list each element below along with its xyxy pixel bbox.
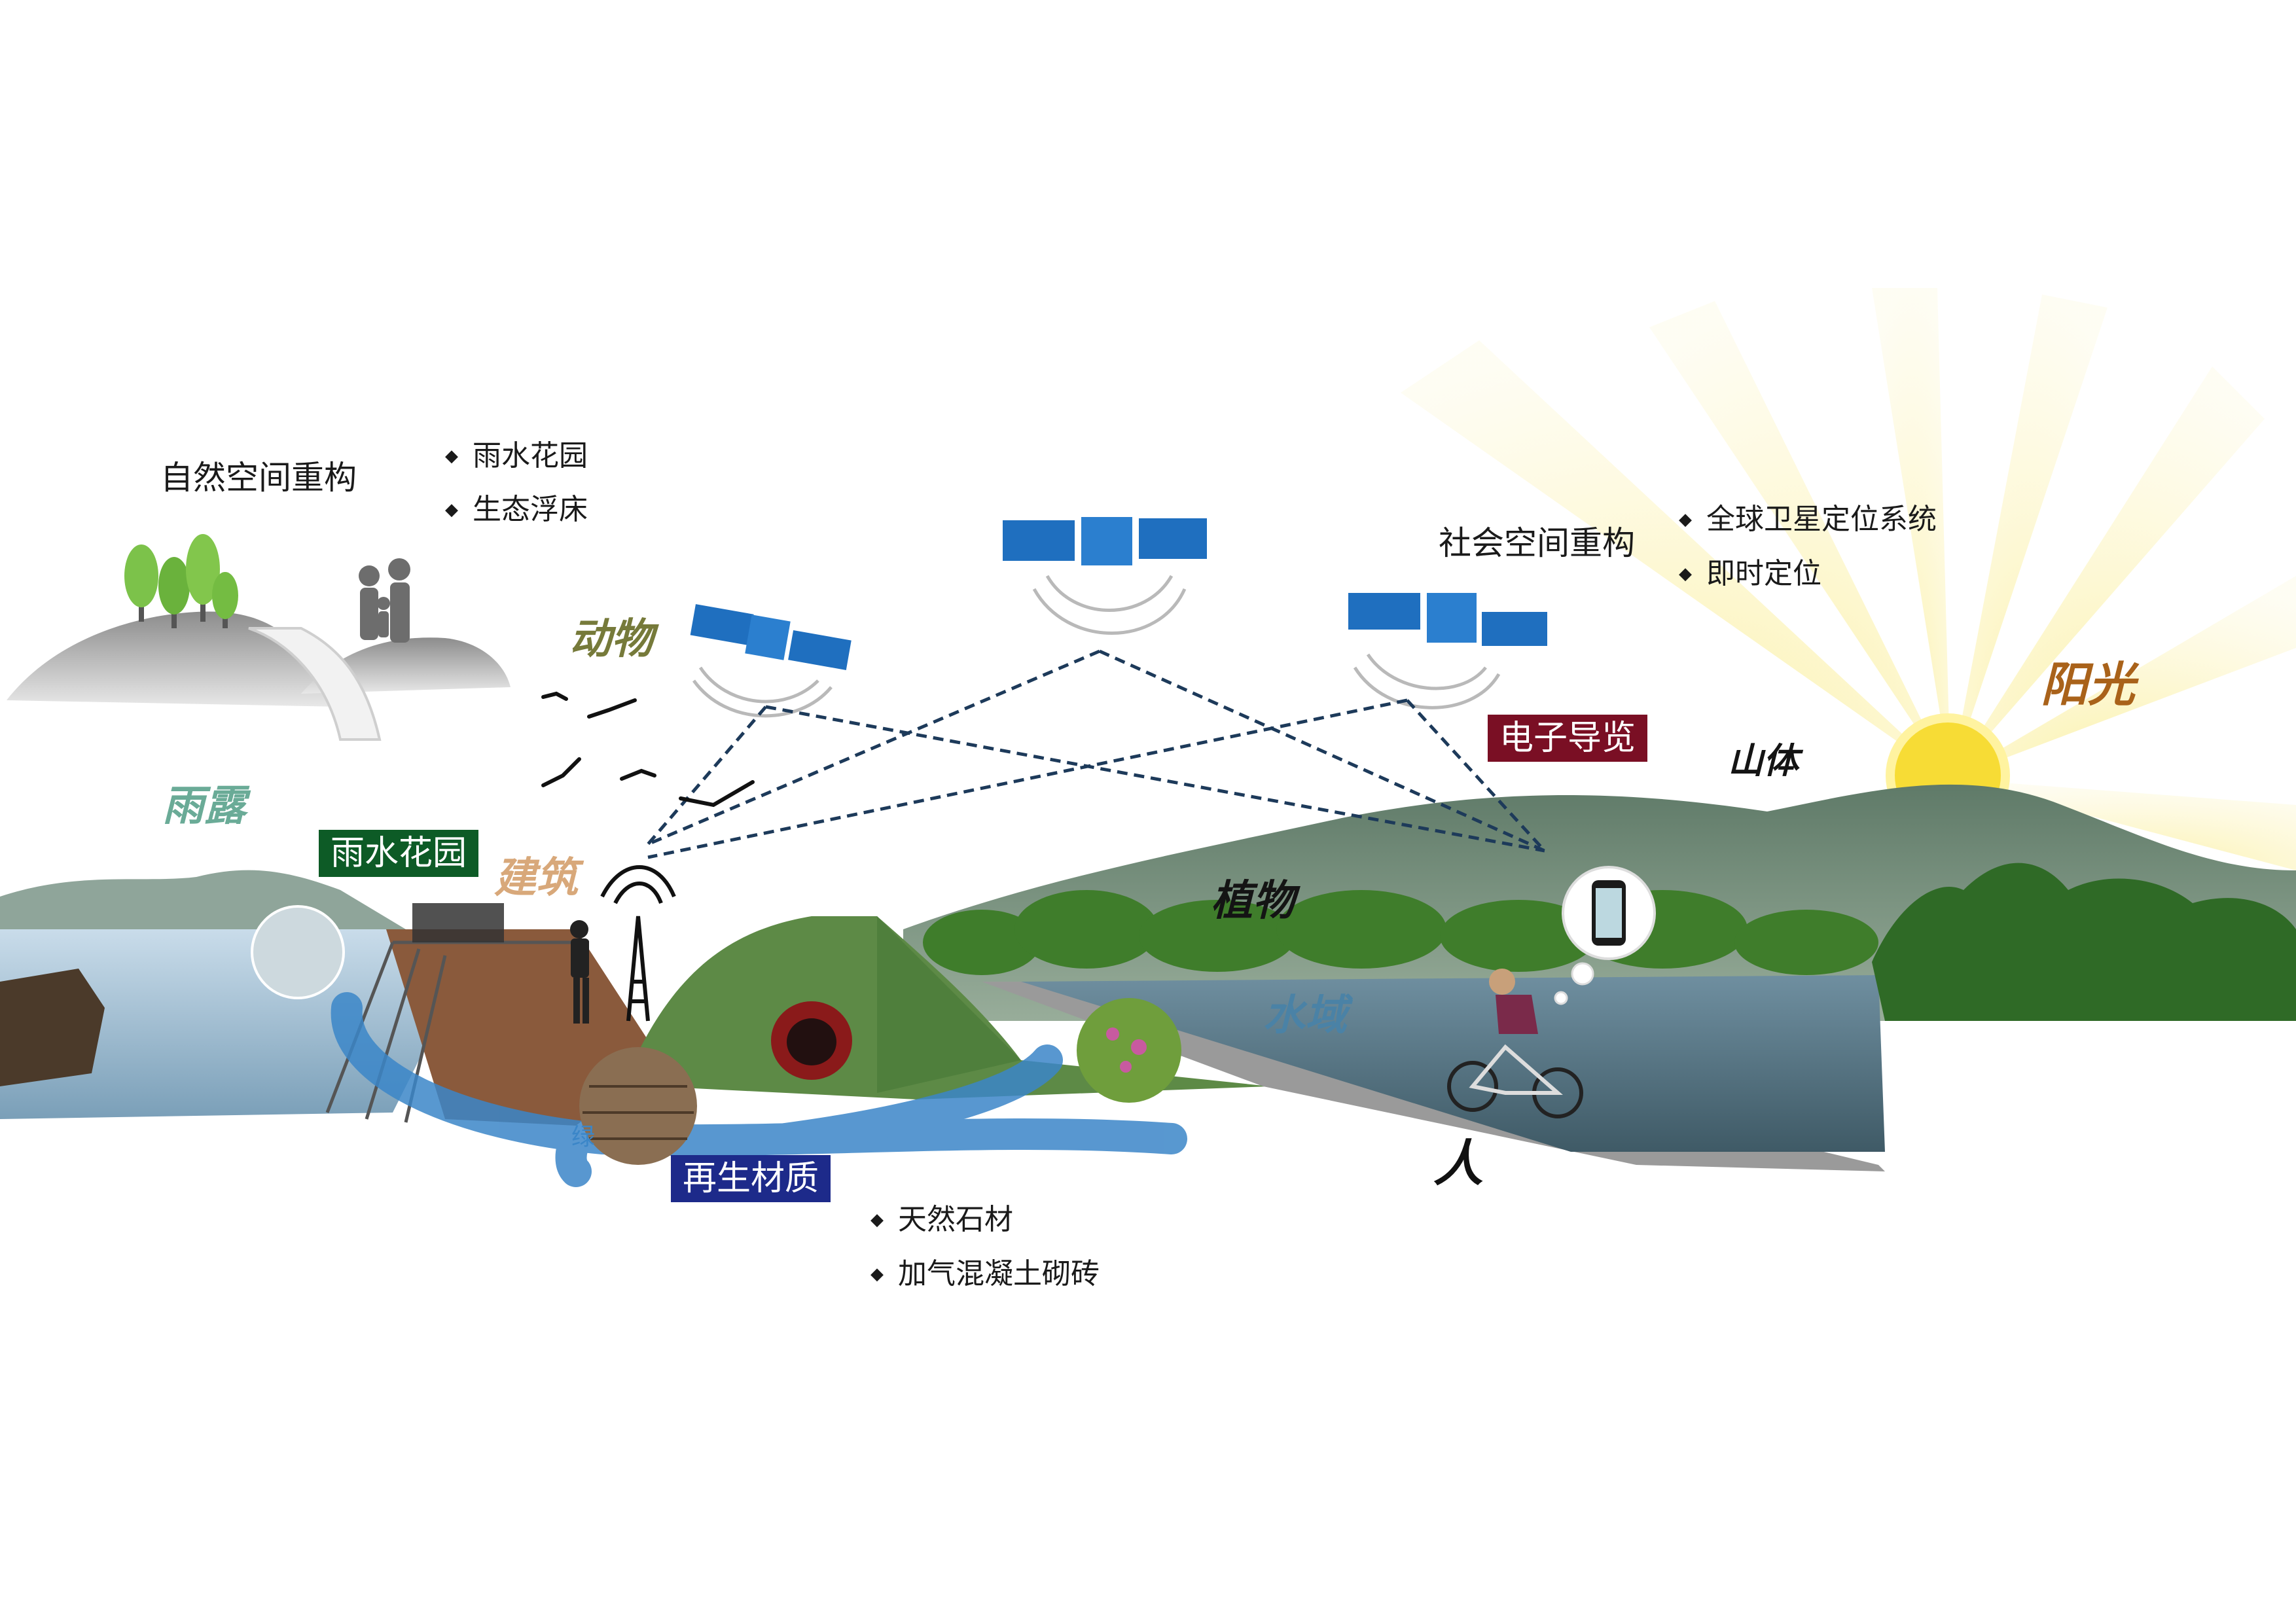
natural-space-title: 自然空间重构 — [160, 459, 357, 497]
animals-label: 动物 — [569, 615, 653, 664]
people-label: 人 — [1433, 1134, 1483, 1192]
satellite-icon — [690, 604, 852, 670]
social-bullet-2: 即时定位 — [1679, 560, 1821, 588]
small-mark: 绿 — [571, 1124, 596, 1150]
stone-texture — [579, 1047, 697, 1165]
bird-icon — [541, 691, 755, 808]
satellite-icon — [1348, 593, 1547, 646]
rain-garden-box: 雨水花园 — [319, 830, 479, 877]
plants-label: 植物 — [1211, 876, 1295, 925]
tree-cluster — [124, 534, 238, 628]
flower-vignette — [1077, 998, 1181, 1103]
boat — [0, 969, 105, 1086]
social-space-title: 社会空间重构 — [1439, 524, 1635, 562]
rain-label: 雨露 — [162, 781, 246, 830]
green-tent — [877, 916, 1021, 1093]
city-vignette — [251, 905, 345, 999]
family-icon — [359, 558, 410, 643]
cyclist-icon — [1447, 969, 1583, 1118]
signal-tower-icon — [600, 865, 676, 1022]
signal-lines — [647, 649, 1546, 859]
grey-hill-left — [7, 611, 340, 707]
mountain-label: 山体 — [1728, 740, 1799, 781]
architecture-label: 建筑 — [494, 853, 578, 902]
satellite-icon — [1003, 517, 1207, 565]
sunlight-label: 阳光 — [2041, 656, 2136, 712]
right-lake — [1021, 975, 1885, 1152]
material-bullet-1: 天然石材 — [870, 1205, 1013, 1234]
social-bullet-1: 全球卫星定位系统 — [1679, 505, 1937, 534]
right-forest — [1872, 863, 2296, 1021]
e-guide-box: 电子导览 — [1488, 715, 1648, 762]
walking-person — [570, 920, 589, 1024]
pavilion — [412, 903, 504, 942]
recycled-material-box: 再生材质 — [671, 1155, 831, 1202]
phone-icon — [1554, 866, 1656, 1005]
hill-path — [248, 627, 382, 741]
natural-bullet-1: 雨水花园 — [445, 442, 588, 471]
natural-bullet-2: 生态浮床 — [445, 495, 588, 524]
signal-waves — [692, 575, 1501, 718]
material-bullet-2: 加气混凝土砌砖 — [870, 1260, 1100, 1289]
water-label: 水域 — [1263, 991, 1347, 1040]
left-mountains — [0, 870, 406, 936]
